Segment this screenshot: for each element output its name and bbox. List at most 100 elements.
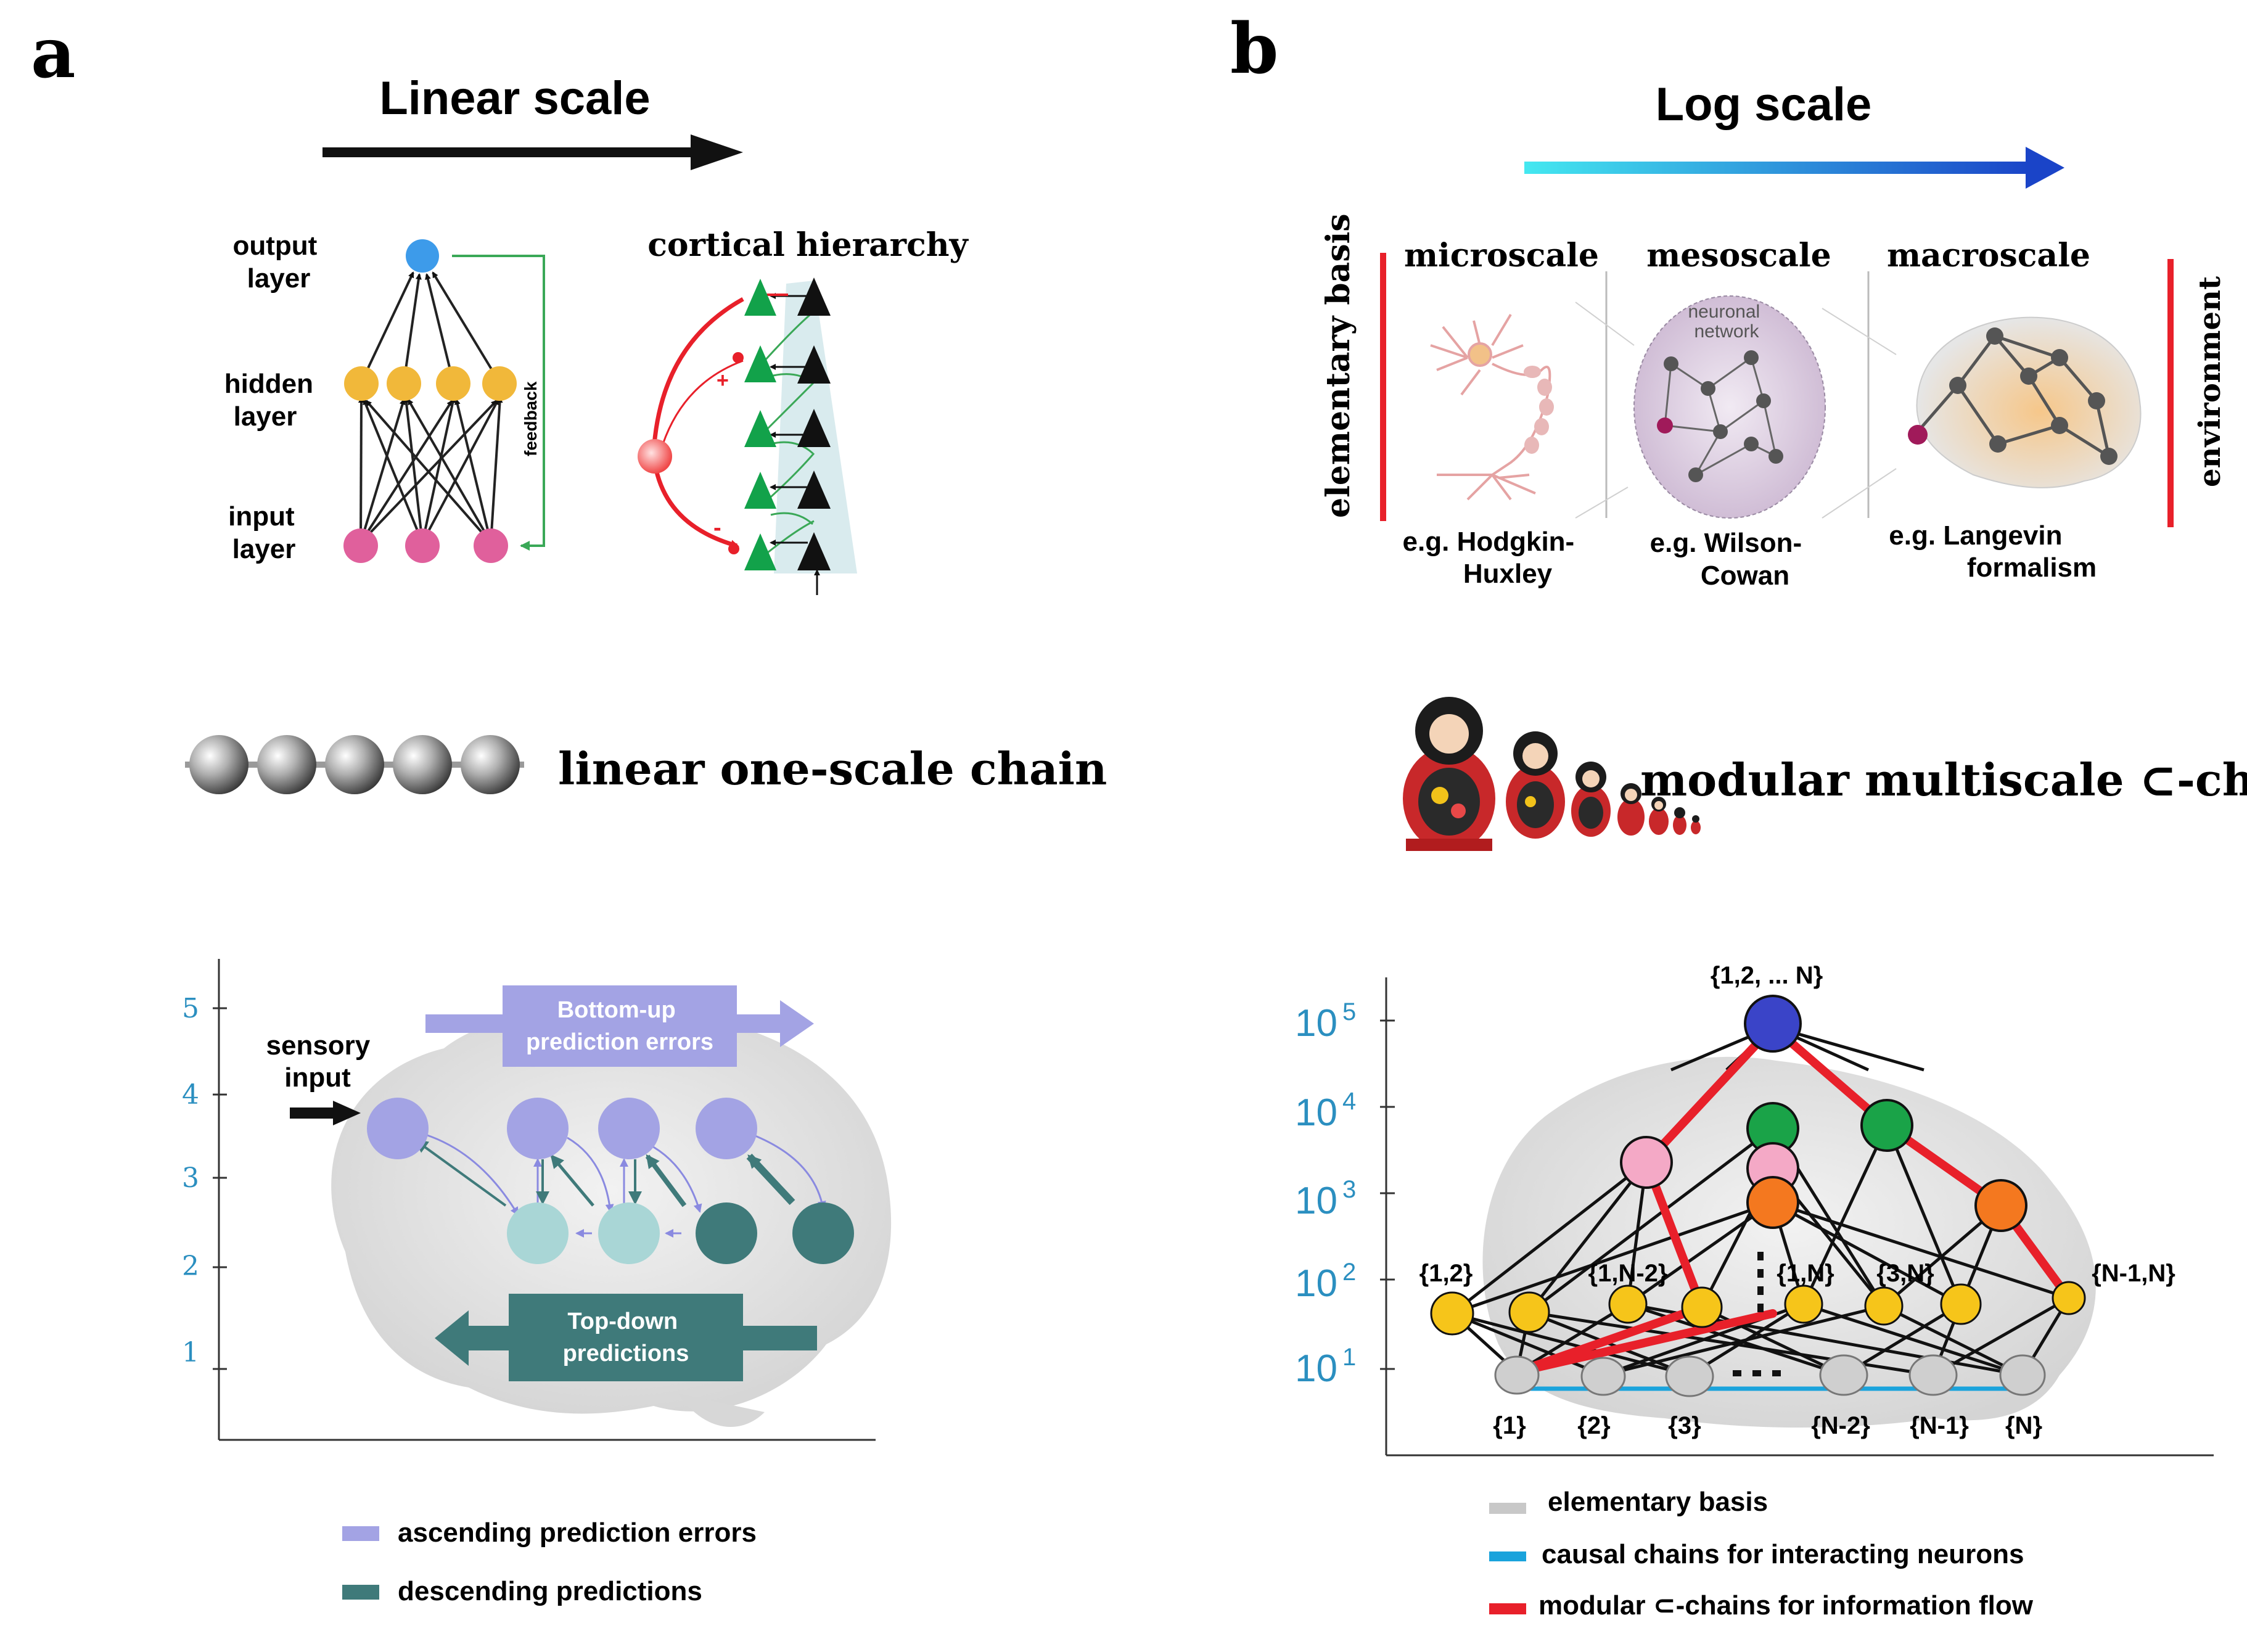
ann-diagram: output layer hidden layer input layer fe… [224,231,545,564]
node-level2 [1940,1283,1982,1325]
panel-a-letter: a [31,13,76,94]
legend-a: ascending prediction errors descending p… [342,1518,757,1606]
prediction-unit [792,1202,854,1264]
axis-a-tick: 4 [182,1079,199,1111]
prediction-unit [598,1202,660,1264]
legend-a-label-errors: ascending prediction errors [398,1518,757,1548]
linear-scale-arrow [322,134,743,170]
node-label-top: {1,2, ... N} [1711,962,1823,989]
node-labels: {1,2, ... N} {1,2} {1,N-2} {1,N} {3,N} {… [1419,962,2175,1439]
matryoshka-dolls [1403,697,1701,851]
node-level2 [1864,1286,1904,1326]
axis-a: 1 2 3 4 5 [182,959,876,1441]
error-unit [507,1098,569,1159]
bottom-up-banner: Bottom-up prediction errors [425,985,814,1067]
node-label-bottom: {N-2} [1811,1412,1870,1439]
elementary-basis-vertical: elementary basis [1320,213,1357,518]
synapse-dot [728,543,739,554]
zoom-guide [1575,487,1629,519]
top-down-line2: predictions [563,1341,689,1366]
node-label-l2: {1,2} [1419,1260,1473,1287]
legend-b-swatch-elementary [1489,1503,1526,1514]
prediction-unit [696,1202,757,1264]
zoom-guide [1822,468,1897,519]
predictive-coding-nodes [367,1098,854,1264]
mesoscale-network: neuronal network [1633,295,1826,519]
legend-a-swatch-errors [342,1526,379,1541]
feedback-label: feedback [521,381,540,456]
mesoscale-example: e.g. Wilson- Cowan [1650,528,1810,591]
node-level2 [1430,1291,1474,1336]
node-elementary [1665,1355,1714,1397]
doll [1673,807,1686,835]
node-elementary [1908,1354,1958,1396]
node-level3-pink [1620,1136,1673,1189]
legend-b-swatch-causal [1489,1551,1526,1561]
hidden-layer-label: hidden layer [224,369,321,432]
neuronal-network-line1: neuronal [1688,302,1760,322]
input-node [405,528,440,563]
microscale-title: microscale [1404,237,1599,274]
legend-b-label-elementary: elementary basis [1548,1487,1768,1517]
doll [1571,762,1611,837]
output-layer-label: output layer [232,231,324,294]
node-level2 [2052,1281,2086,1315]
plus-sign: + [717,369,729,392]
node-label-l2: {3,N} [1876,1260,1934,1287]
log-scale-title: Log scale [1656,78,1872,131]
axis-a-tick: 2 [182,1251,199,1282]
node-elementary [1580,1357,1626,1396]
svg-text:neuronal network: neuronal network [1688,302,1765,342]
synapse-dot [733,352,744,363]
bottom-up-line1: Bottom-up [557,997,676,1023]
node-level4-green [1860,1099,1913,1152]
macroscale-example: e.g. Langevin formalism [1889,520,2097,583]
neuron-illustration [1430,313,1554,501]
node-elementary [1494,1355,1540,1395]
error-unit [598,1098,660,1159]
svg-text:Top-down predictions: Top-down predictions [563,1309,689,1366]
node-label-bottom: {1} [1493,1412,1526,1439]
sensory-input-arrow [290,1101,361,1125]
legend-b-label-causal: causal chains for interacting neurons [1542,1539,2024,1569]
prediction-unit [507,1202,569,1264]
cortical-red-loop [638,294,788,554]
legend-b-swatch-modular [1489,1603,1526,1614]
legend-b-label-modular: modular ⊂-chains for information flow [1538,1590,2034,1621]
axis-a-tick: 5 [182,993,199,1024]
node-label-l2: {N-1,N} [2092,1260,2175,1287]
error-unit [696,1098,757,1159]
minus-sign: - [713,515,721,541]
microscale-example: e.g. Hodgkin- Huxley [1403,527,1582,589]
neuronal-network-line2: network [1694,321,1759,342]
node-elementary [1999,1354,2046,1396]
node-label-bottom: {N-1} [1910,1412,1969,1439]
input-node [474,528,508,563]
bead-chain [185,735,524,794]
output-node [406,239,439,273]
bead [189,735,249,794]
hidden-node [387,366,421,401]
bead [257,735,316,794]
doll [1506,731,1565,839]
legend-b: elementary basis causal chains for inter… [1489,1487,2034,1621]
mesoscale-title: mesoscale [1646,237,1831,274]
bead [325,735,384,794]
doll [1617,783,1645,836]
axis-a-tick: 1 [182,1337,199,1368]
input-layer-label: input layer [228,501,302,564]
bottom-up-line2: prediction errors [526,1029,713,1055]
pyramidal-green [744,279,776,570]
modular-chain-label: modular multiscale ⊂-chain [1640,754,2247,806]
macroscale-network [1908,316,2142,488]
cortical-hierarchy-title: cortical hierarchy [647,226,969,264]
node-label-bottom: {3} [1668,1412,1701,1439]
doll [1649,797,1669,835]
node-level2 [1508,1291,1550,1333]
node-label-bottom: {N} [2005,1412,2042,1439]
